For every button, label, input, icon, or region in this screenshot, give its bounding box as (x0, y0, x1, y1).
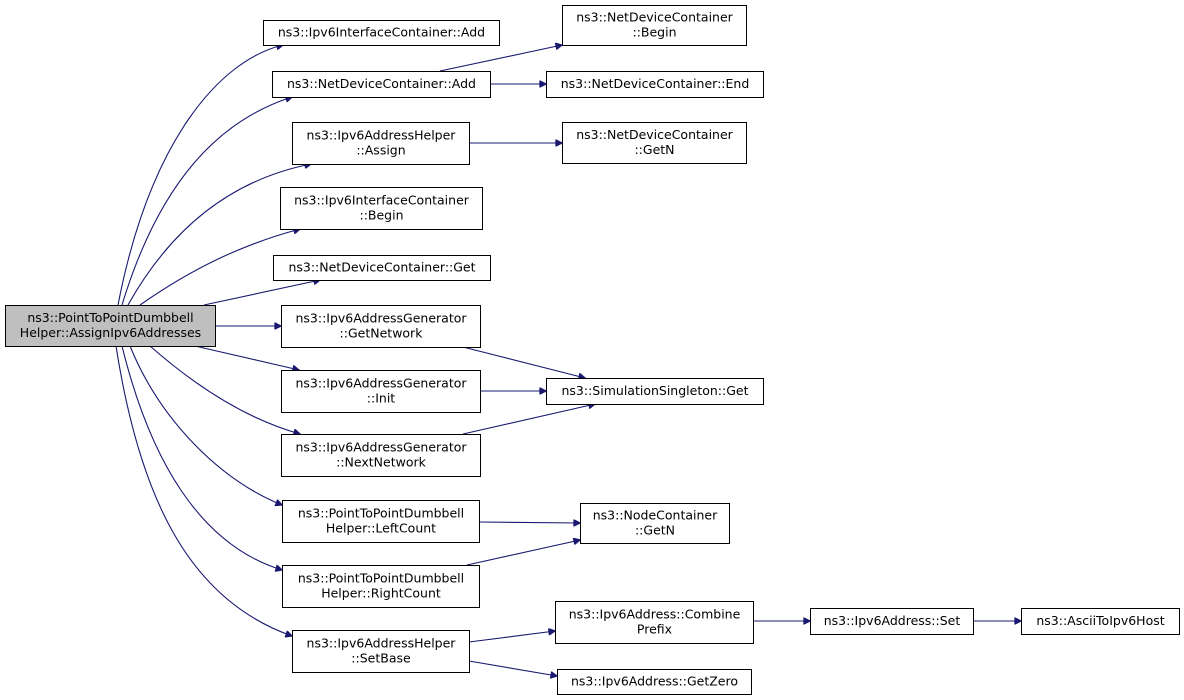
node-label-line: ns3::Ipv6AddressHelper (307, 128, 457, 143)
node-label-line: ns3::Ipv6Address::Set (824, 613, 961, 628)
node-label-line: ns3::Ipv6InterfaceContainer (294, 193, 470, 208)
node-box (281, 434, 481, 477)
node-label-line: ns3::Ipv6Address::Combine (569, 607, 741, 622)
edge-ipv6ah_setbase-to-ipv6a_combine (468, 631, 555, 643)
node-ascii[interactable]: ns3::AsciiToIpv6Host (1021, 608, 1180, 635)
edge-root-to-ipv6ah_assign (127, 164, 311, 306)
node-box (292, 630, 470, 673)
node-ipv6ah-setbase[interactable]: ns3::Ipv6AddressHelper::SetBase (292, 630, 470, 673)
node-label-line: ns3::PointToPointDumbbell (298, 506, 464, 521)
edge-root-to-ndc_get (203, 280, 320, 306)
node-ipv6ic-begin[interactable]: ns3::Ipv6InterfaceContainer::Begin (280, 187, 483, 230)
node-box (557, 669, 752, 695)
node-box (292, 122, 470, 165)
node-label-line: ::SetBase (351, 651, 411, 666)
node-box (810, 608, 974, 635)
edges-layer (115, 45, 1021, 676)
node-ndc-end[interactable]: ns3::NetDeviceContainer::End (546, 71, 764, 98)
node-label-line: ns3::Ipv6AddressGenerator (295, 440, 467, 455)
node-box (281, 370, 481, 413)
node-box (555, 601, 754, 644)
node-ipv6ag-getnetwork[interactable]: ns3::Ipv6AddressGenerator::GetNetwork (281, 305, 481, 348)
edge-ipv6ag_nextnetwork-to-sim_get (462, 404, 595, 435)
node-box (1021, 608, 1180, 635)
node-label-line: ns3::AsciiToIpv6Host (1036, 613, 1164, 628)
node-label-line: ::GetN (634, 142, 674, 157)
node-box (272, 71, 491, 98)
edge-root-to-ipv6ic_begin (139, 229, 300, 306)
node-nc-getn[interactable]: ns3::NodeContainer::GetN (580, 503, 730, 544)
node-box (282, 565, 480, 608)
node-label-line: ::Init (367, 391, 396, 406)
node-ipv6ah-assign[interactable]: ns3::Ipv6AddressHelper::Assign (292, 122, 470, 165)
node-p2p-leftcount[interactable]: ns3::PointToPointDumbbellHelper::LeftCou… (282, 500, 480, 543)
node-label-line: ns3::Ipv6AddressGenerator (295, 376, 467, 391)
node-label-line: ::GetNetwork (340, 326, 424, 341)
node-label-line: ns3::NodeContainer (593, 508, 718, 523)
edge-root-to-ipv6ic_add (117, 45, 283, 306)
node-box (281, 305, 481, 348)
node-label-line: ns3::Ipv6AddressGenerator (295, 311, 467, 326)
edge-root-to-p2p_leftcount (129, 345, 282, 505)
nodes-layer: ns3::PointToPointDumbbellHelper::AssignI… (5, 5, 1180, 695)
node-label-line: ns3::PointToPointDumbbell (298, 571, 464, 586)
node-label-line: ns3::Ipv6Address::GetZero (571, 674, 738, 689)
node-label-line: ns3::NetDeviceContainer (576, 127, 733, 142)
node-ndc-add[interactable]: ns3::NetDeviceContainer::Add (272, 71, 491, 98)
edge-p2p_rightcount-to-nc_getn (466, 540, 580, 566)
node-ndc-get[interactable]: ns3::NetDeviceContainer::Get (273, 255, 491, 281)
node-label-line: ns3::NetDeviceContainer::Get (288, 260, 475, 275)
node-ipv6a-set[interactable]: ns3::Ipv6Address::Set (810, 608, 974, 635)
node-root: ns3::PointToPointDumbbellHelper::AssignI… (5, 305, 216, 347)
node-box (546, 71, 764, 98)
node-label-line: Helper::AssignIpv6Addresses (20, 325, 201, 340)
node-ipv6ag-nextnetwork[interactable]: ns3::Ipv6AddressGenerator::NextNetwork (281, 434, 481, 477)
edge-root-to-ipv6ag_init (194, 345, 299, 370)
node-box (280, 187, 483, 230)
node-box (546, 378, 764, 405)
node-label-line: ::Assign (356, 143, 405, 158)
node-p2p-rightcount[interactable]: ns3::PointToPointDumbbellHelper::RightCo… (282, 565, 480, 608)
edge-p2p_leftcount-to-nc_getn (478, 522, 580, 523)
node-box (562, 5, 747, 46)
node-label-line: Prefix (637, 622, 672, 637)
node-box (282, 500, 480, 543)
edge-ndc_add-to-ndc_begin (439, 45, 562, 72)
node-label-line: ns3::NetDeviceContainer (576, 10, 733, 25)
node-box (5, 305, 216, 347)
edge-ipv6ah_setbase-to-ipv6a_getzero (468, 660, 557, 676)
node-box (580, 503, 730, 544)
node-box (273, 255, 491, 281)
node-label-line: ns3::SimulationSingleton::Get (562, 383, 749, 398)
edge-root-to-ipv6ag_nextnetwork (149, 345, 300, 434)
node-ipv6ag-init[interactable]: ns3::Ipv6AddressGenerator::Init (281, 370, 481, 413)
node-label-line: ns3::PointToPointDumbbell (27, 310, 193, 325)
node-label-line: ::GetN (635, 523, 675, 538)
node-ipv6a-getzero[interactable]: ns3::Ipv6Address::GetZero (557, 669, 752, 695)
node-label-line: Helper::LeftCount (326, 521, 436, 536)
node-label-line: ::Begin (632, 25, 676, 40)
node-label-line: Helper::RightCount (321, 586, 441, 601)
node-ipv6ic-add[interactable]: ns3::Ipv6InterfaceContainer::Add (263, 20, 500, 46)
node-box (562, 122, 747, 164)
node-label-line: ::NextNetwork (336, 455, 426, 470)
node-ndc-getn[interactable]: ns3::NetDeviceContainer::GetN (562, 122, 747, 164)
node-ndc-begin[interactable]: ns3::NetDeviceContainer::Begin (562, 5, 747, 46)
node-label-line: ns3::Ipv6AddressHelper (307, 636, 457, 651)
node-label-line: ns3::NetDeviceContainer::End (561, 76, 750, 91)
node-label-line: ::Begin (359, 208, 403, 223)
edge-root-to-ndc_add (121, 97, 292, 306)
node-box (263, 20, 500, 46)
node-label-line: ns3::NetDeviceContainer::Add (287, 76, 476, 91)
edge-root-to-ipv6ah_setbase (115, 345, 292, 636)
edge-root-to-p2p_rightcount (121, 345, 282, 570)
node-label-line: ns3::Ipv6InterfaceContainer::Add (278, 25, 485, 40)
edge-ipv6ag_getnetwork-to-sim_get (462, 346, 585, 378)
node-sim-get[interactable]: ns3::SimulationSingleton::Get (546, 378, 764, 405)
